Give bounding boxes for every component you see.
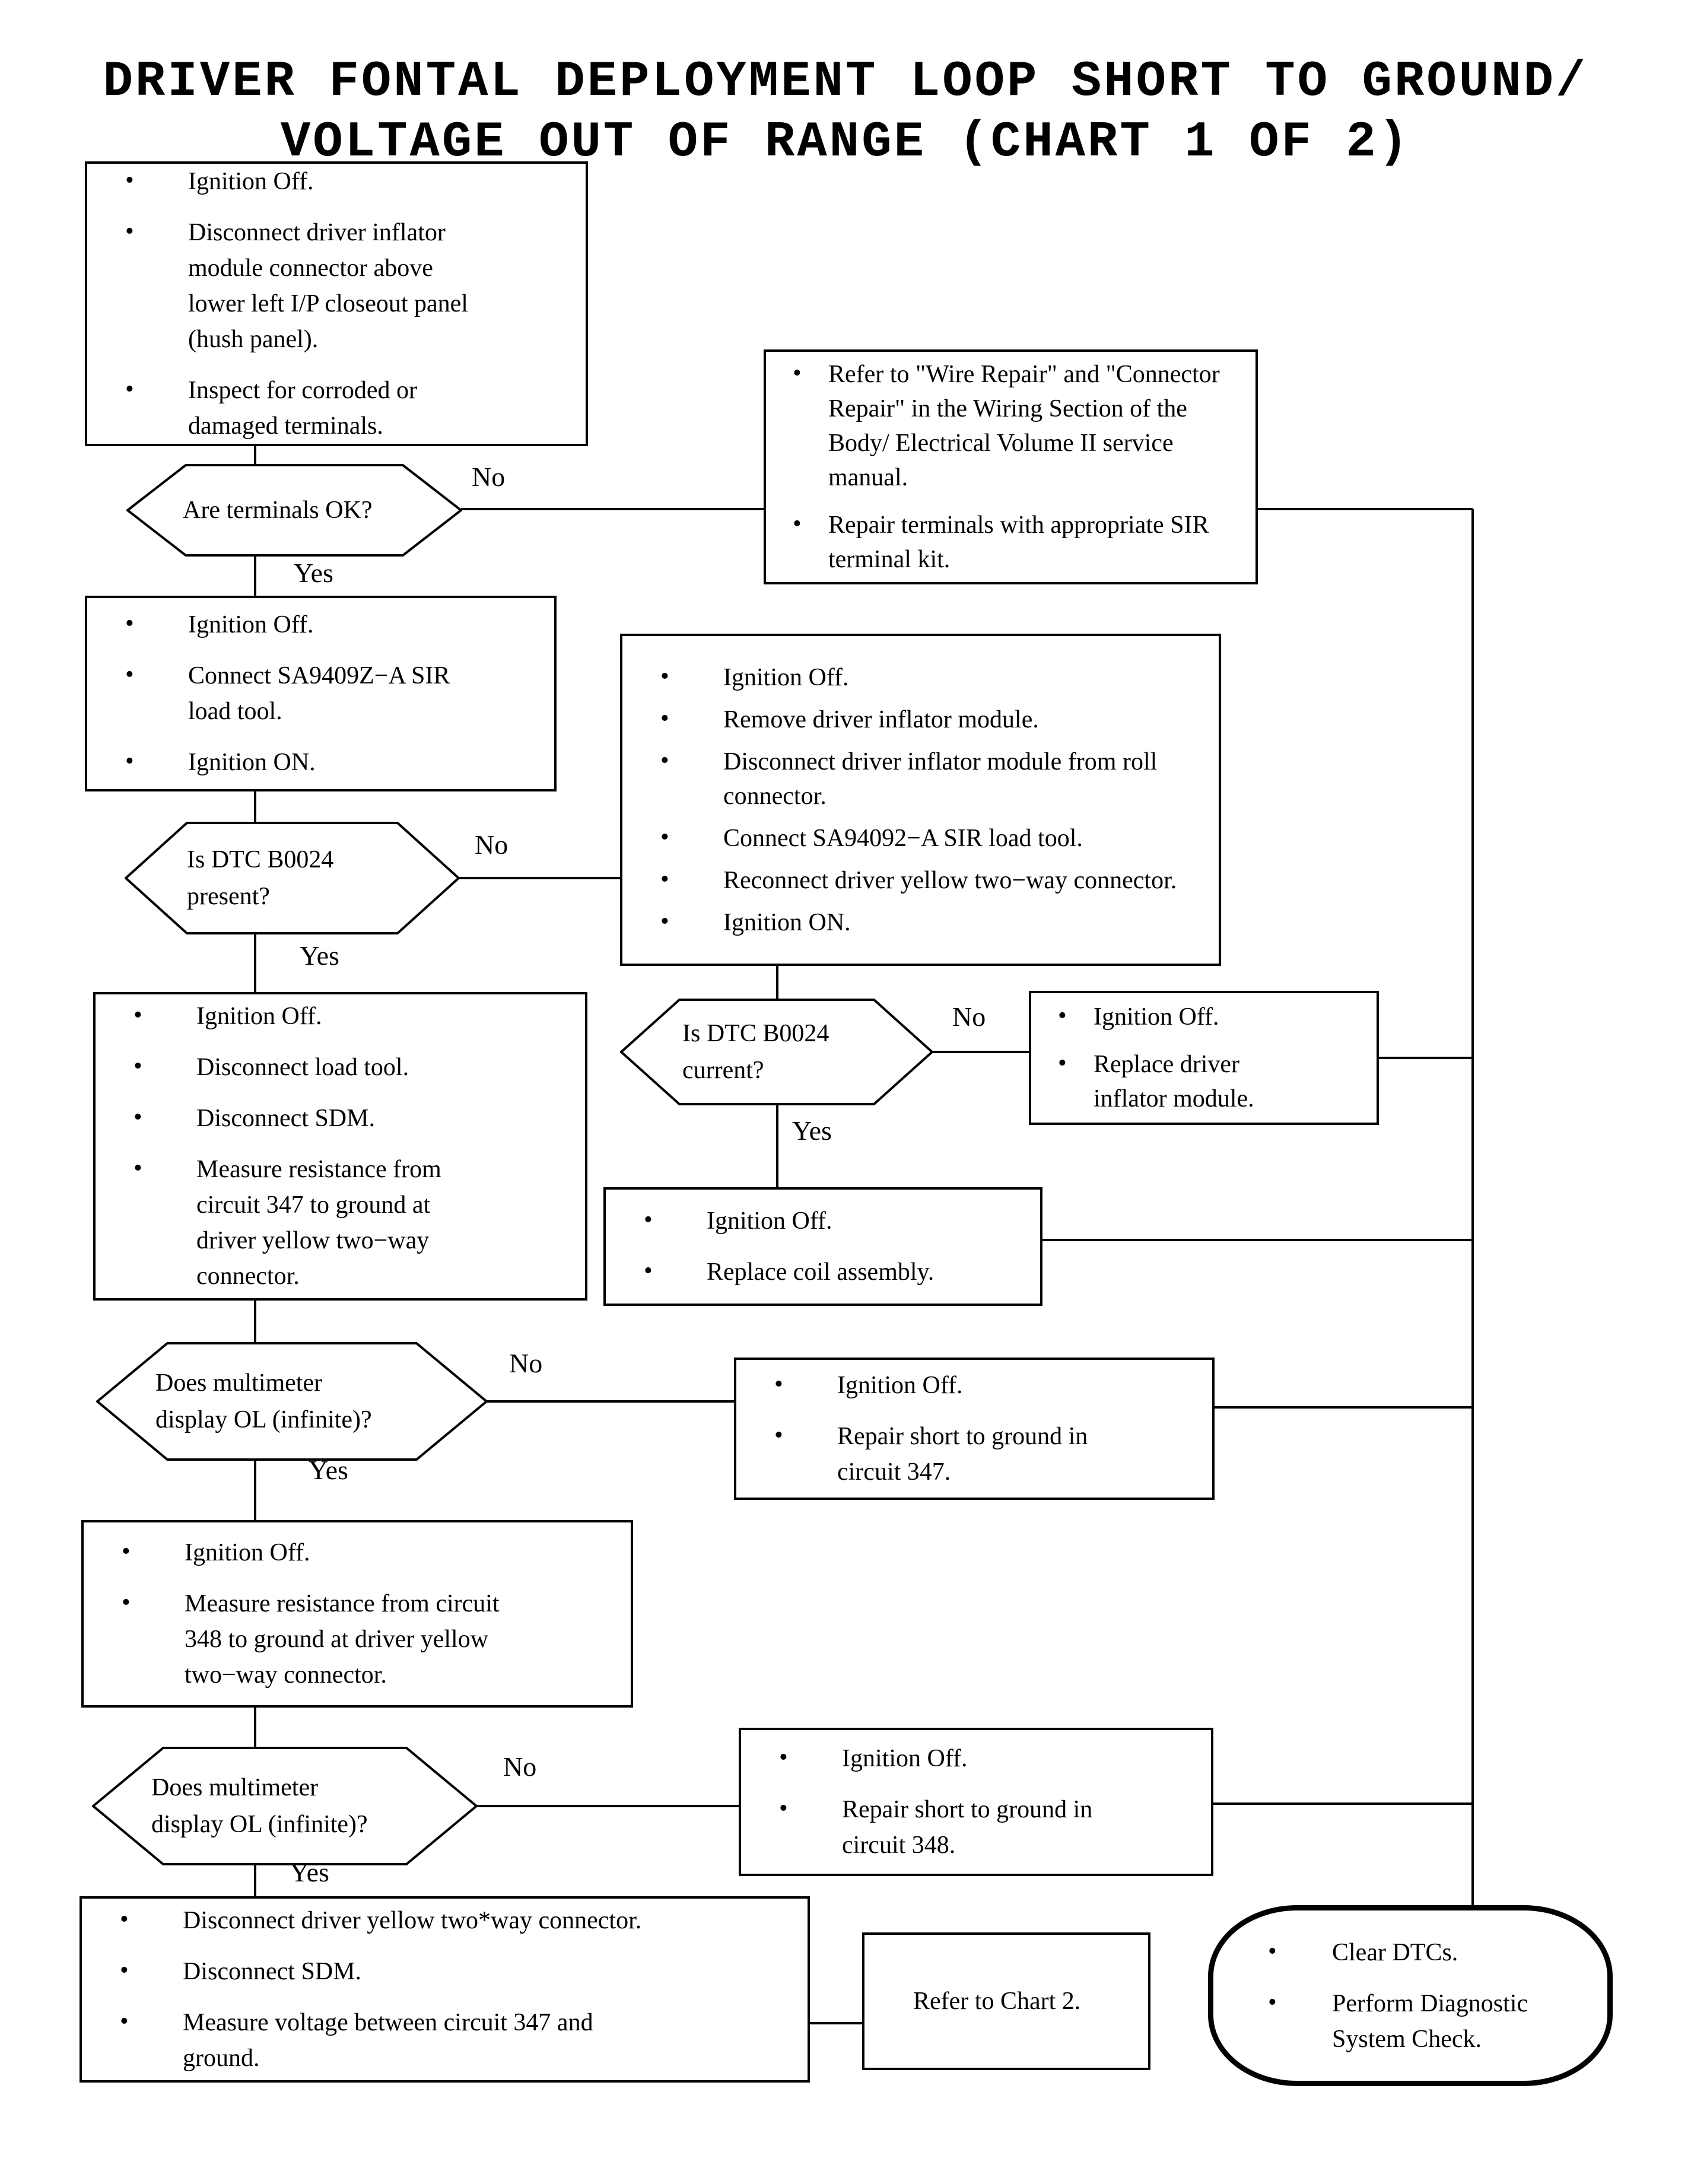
- hexagon-shape: [620, 999, 933, 1105]
- bullet-item: Refer to "Wire Repair" and "Connector Re…: [766, 356, 1255, 495]
- bullet-item: Clear DTCs.: [1213, 1934, 1607, 1970]
- bullet-item: Measure resistance from circuit 348 to g…: [84, 1585, 631, 1693]
- bullet-item: Disconnect driver inflator module connec…: [87, 214, 586, 357]
- decision-question: Are terminals OK?: [183, 497, 373, 524]
- label-yes-multimeter-348: Yes: [290, 1857, 329, 1887]
- node-action-repair-347: Ignition Off. Repair short to ground in c…: [734, 1358, 1215, 1500]
- bullet-list: Ignition Off. Remove driver inflator modu…: [622, 653, 1219, 948]
- node-action-replace-module: Ignition Off. Replace driver inflator mod…: [1029, 991, 1379, 1125]
- bullet-item: Measure resistance from circuit 347 to g…: [96, 1150, 585, 1294]
- hexagon-shape: [126, 464, 462, 557]
- bullet-item: Disconnect driver inflator module from r…: [622, 743, 1219, 813]
- bullet-item: Disconnect SDM.: [82, 1953, 808, 1989]
- bullet-item: Repair short to ground in circuit 348.: [741, 1791, 1211, 1863]
- title-line-1: DRIVER FONTAL DEPLOYMENT LOOP SHORT TO G…: [103, 54, 1588, 110]
- node-action-repair-348: Ignition Off. Repair short to ground in c…: [739, 1728, 1213, 1876]
- bullet-item: Reconnect driver yellow two−way connecto…: [622, 862, 1219, 898]
- node-decision-dtc-current: Is DTC B0024 current?: [620, 999, 933, 1105]
- node-action-repair-terminals: Refer to "Wire Repair" and "Connector Re…: [764, 349, 1258, 584]
- bullet-list: Disconnect driver yellow two*way connect…: [82, 1887, 808, 2091]
- bullet-item: Ignition Off.: [84, 1534, 631, 1571]
- bullet-item: Measure voltage between circuit 347 and …: [82, 2004, 808, 2076]
- hexagon-shape: [92, 1747, 478, 1865]
- label-no-multimeter-347: No: [509, 1348, 543, 1378]
- decision-question: Does multimeter display OL (infinite)?: [155, 1369, 372, 1433]
- decision-question: Does multimeter display OL (infinite)?: [151, 1774, 368, 1838]
- hexagon-shape: [125, 822, 460, 934]
- bullet-item: Connect SA94092−A SIR load tool.: [622, 820, 1219, 856]
- label-yes-dtc-present: Yes: [300, 940, 339, 971]
- chart-title: DRIVER FONTAL DEPLOYMENT LOOP SHORT TO G…: [0, 52, 1691, 173]
- label-yes-multimeter-347: Yes: [309, 1455, 348, 1485]
- node-decision-dtc-present: Is DTC B0024 present?: [125, 822, 460, 934]
- bullet-item: Perform Diagnostic System Check.: [1213, 1985, 1607, 2057]
- label-no-dtc-current: No: [952, 1002, 986, 1032]
- refer-chart2-label: Refer to Chart 2.: [913, 1988, 1081, 2015]
- bullet-item: Disconnect load tool.: [96, 1048, 585, 1085]
- node-action-replace-coil: Ignition Off. Replace coil assembly.: [603, 1187, 1042, 1306]
- bullet-item: Ignition Off.: [736, 1366, 1212, 1403]
- bullet-item: Ignition Off.: [622, 659, 1219, 695]
- bullet-item: Ignition Off.: [96, 997, 585, 1034]
- bullet-item: Ignition Off.: [606, 1202, 1040, 1239]
- label-no-multimeter-348: No: [503, 1751, 537, 1782]
- bullet-item: Repair terminals with appropriate SIR te…: [766, 507, 1255, 577]
- node-terminal-clear-dtcs: Clear DTCs. Perform Diagnostic System Che…: [1208, 1905, 1613, 2086]
- bullet-item: Replace coil assembly.: [606, 1253, 1040, 1290]
- bullet-item: Repair short to ground in circuit 347.: [736, 1417, 1212, 1490]
- bullet-item: Ignition Off.: [1031, 999, 1377, 1034]
- bullet-item: Disconnect driver yellow two*way connect…: [82, 1902, 808, 1938]
- node-decision-terminals-ok: Are terminals OK?: [126, 464, 462, 557]
- node-decision-multimeter-347: Does multimeter display OL (infinite)?: [96, 1342, 488, 1461]
- bullet-item: Disconnect SDM.: [96, 1099, 585, 1136]
- node-step-measure-voltage: Disconnect driver yellow two*way connect…: [80, 1896, 810, 2083]
- label-no-terminals-ok: No: [472, 462, 506, 492]
- node-step-measure-347: Ignition Off. Disconnect load tool. Discon…: [93, 992, 587, 1301]
- decision-question: Is DTC B0024 current?: [682, 1020, 829, 1084]
- bullet-list: Ignition Off. Disconnect driver inflator …: [87, 148, 586, 459]
- node-step-remove-module: Ignition Off. Remove driver inflator modu…: [620, 634, 1221, 966]
- bullet-item: Connect SA9409Z−A SIR load tool.: [87, 657, 554, 729]
- bullet-item: Ignition Off.: [87, 163, 586, 199]
- bullet-item: Replace driver inflator module.: [1031, 1046, 1377, 1116]
- node-decision-multimeter-348: Does multimeter display OL (infinite)?: [92, 1747, 478, 1865]
- node-step-measure-348: Ignition Off. Measure resistance from cir…: [81, 1520, 633, 1708]
- node-step-load-tool: Ignition Off. Connect SA9409Z−A SIR load …: [85, 596, 557, 791]
- bullet-list: Ignition Off. Replace driver inflator mod…: [1031, 987, 1377, 1129]
- bullet-item: Remove driver inflator module.: [622, 701, 1219, 737]
- bullet-item: Ignition Off.: [741, 1740, 1211, 1776]
- bullet-list: Refer to "Wire Repair" and "Connector Re…: [766, 344, 1255, 590]
- bullet-list: Ignition Off. Connect SA9409Z−A SIR load …: [87, 592, 554, 796]
- bullet-item: Inspect for corroded or damaged terminal…: [87, 371, 586, 444]
- bullet-list: Ignition Off. Repair short to ground in c…: [741, 1725, 1211, 1878]
- label-yes-dtc-current: Yes: [792, 1115, 832, 1146]
- hexagon-shape: [96, 1342, 488, 1461]
- decision-question: Is DTC B0024 present?: [187, 846, 334, 910]
- node-step-inspect: Ignition Off. Disconnect driver inflator …: [85, 161, 588, 446]
- bullet-list: Ignition Off. Disconnect load tool. Discon…: [96, 983, 585, 1309]
- label-yes-terminals-ok: Yes: [294, 558, 333, 588]
- bullet-item: Ignition ON.: [87, 743, 554, 780]
- bullet-item: Ignition ON.: [622, 904, 1219, 940]
- bullet-list: Ignition Off. Measure resistance from cir…: [84, 1519, 631, 1708]
- bullet-list: Ignition Off. Replace coil assembly.: [606, 1188, 1040, 1305]
- bullet-list: Ignition Off. Repair short to ground in c…: [736, 1352, 1212, 1505]
- bullet-item: Ignition Off.: [87, 606, 554, 643]
- node-action-refer-chart2: Refer to Chart 2.: [862, 1932, 1150, 2070]
- bullet-list: Clear DTCs. Perform Diagnostic System Che…: [1213, 1919, 1607, 2072]
- label-no-dtc-present: No: [475, 829, 508, 860]
